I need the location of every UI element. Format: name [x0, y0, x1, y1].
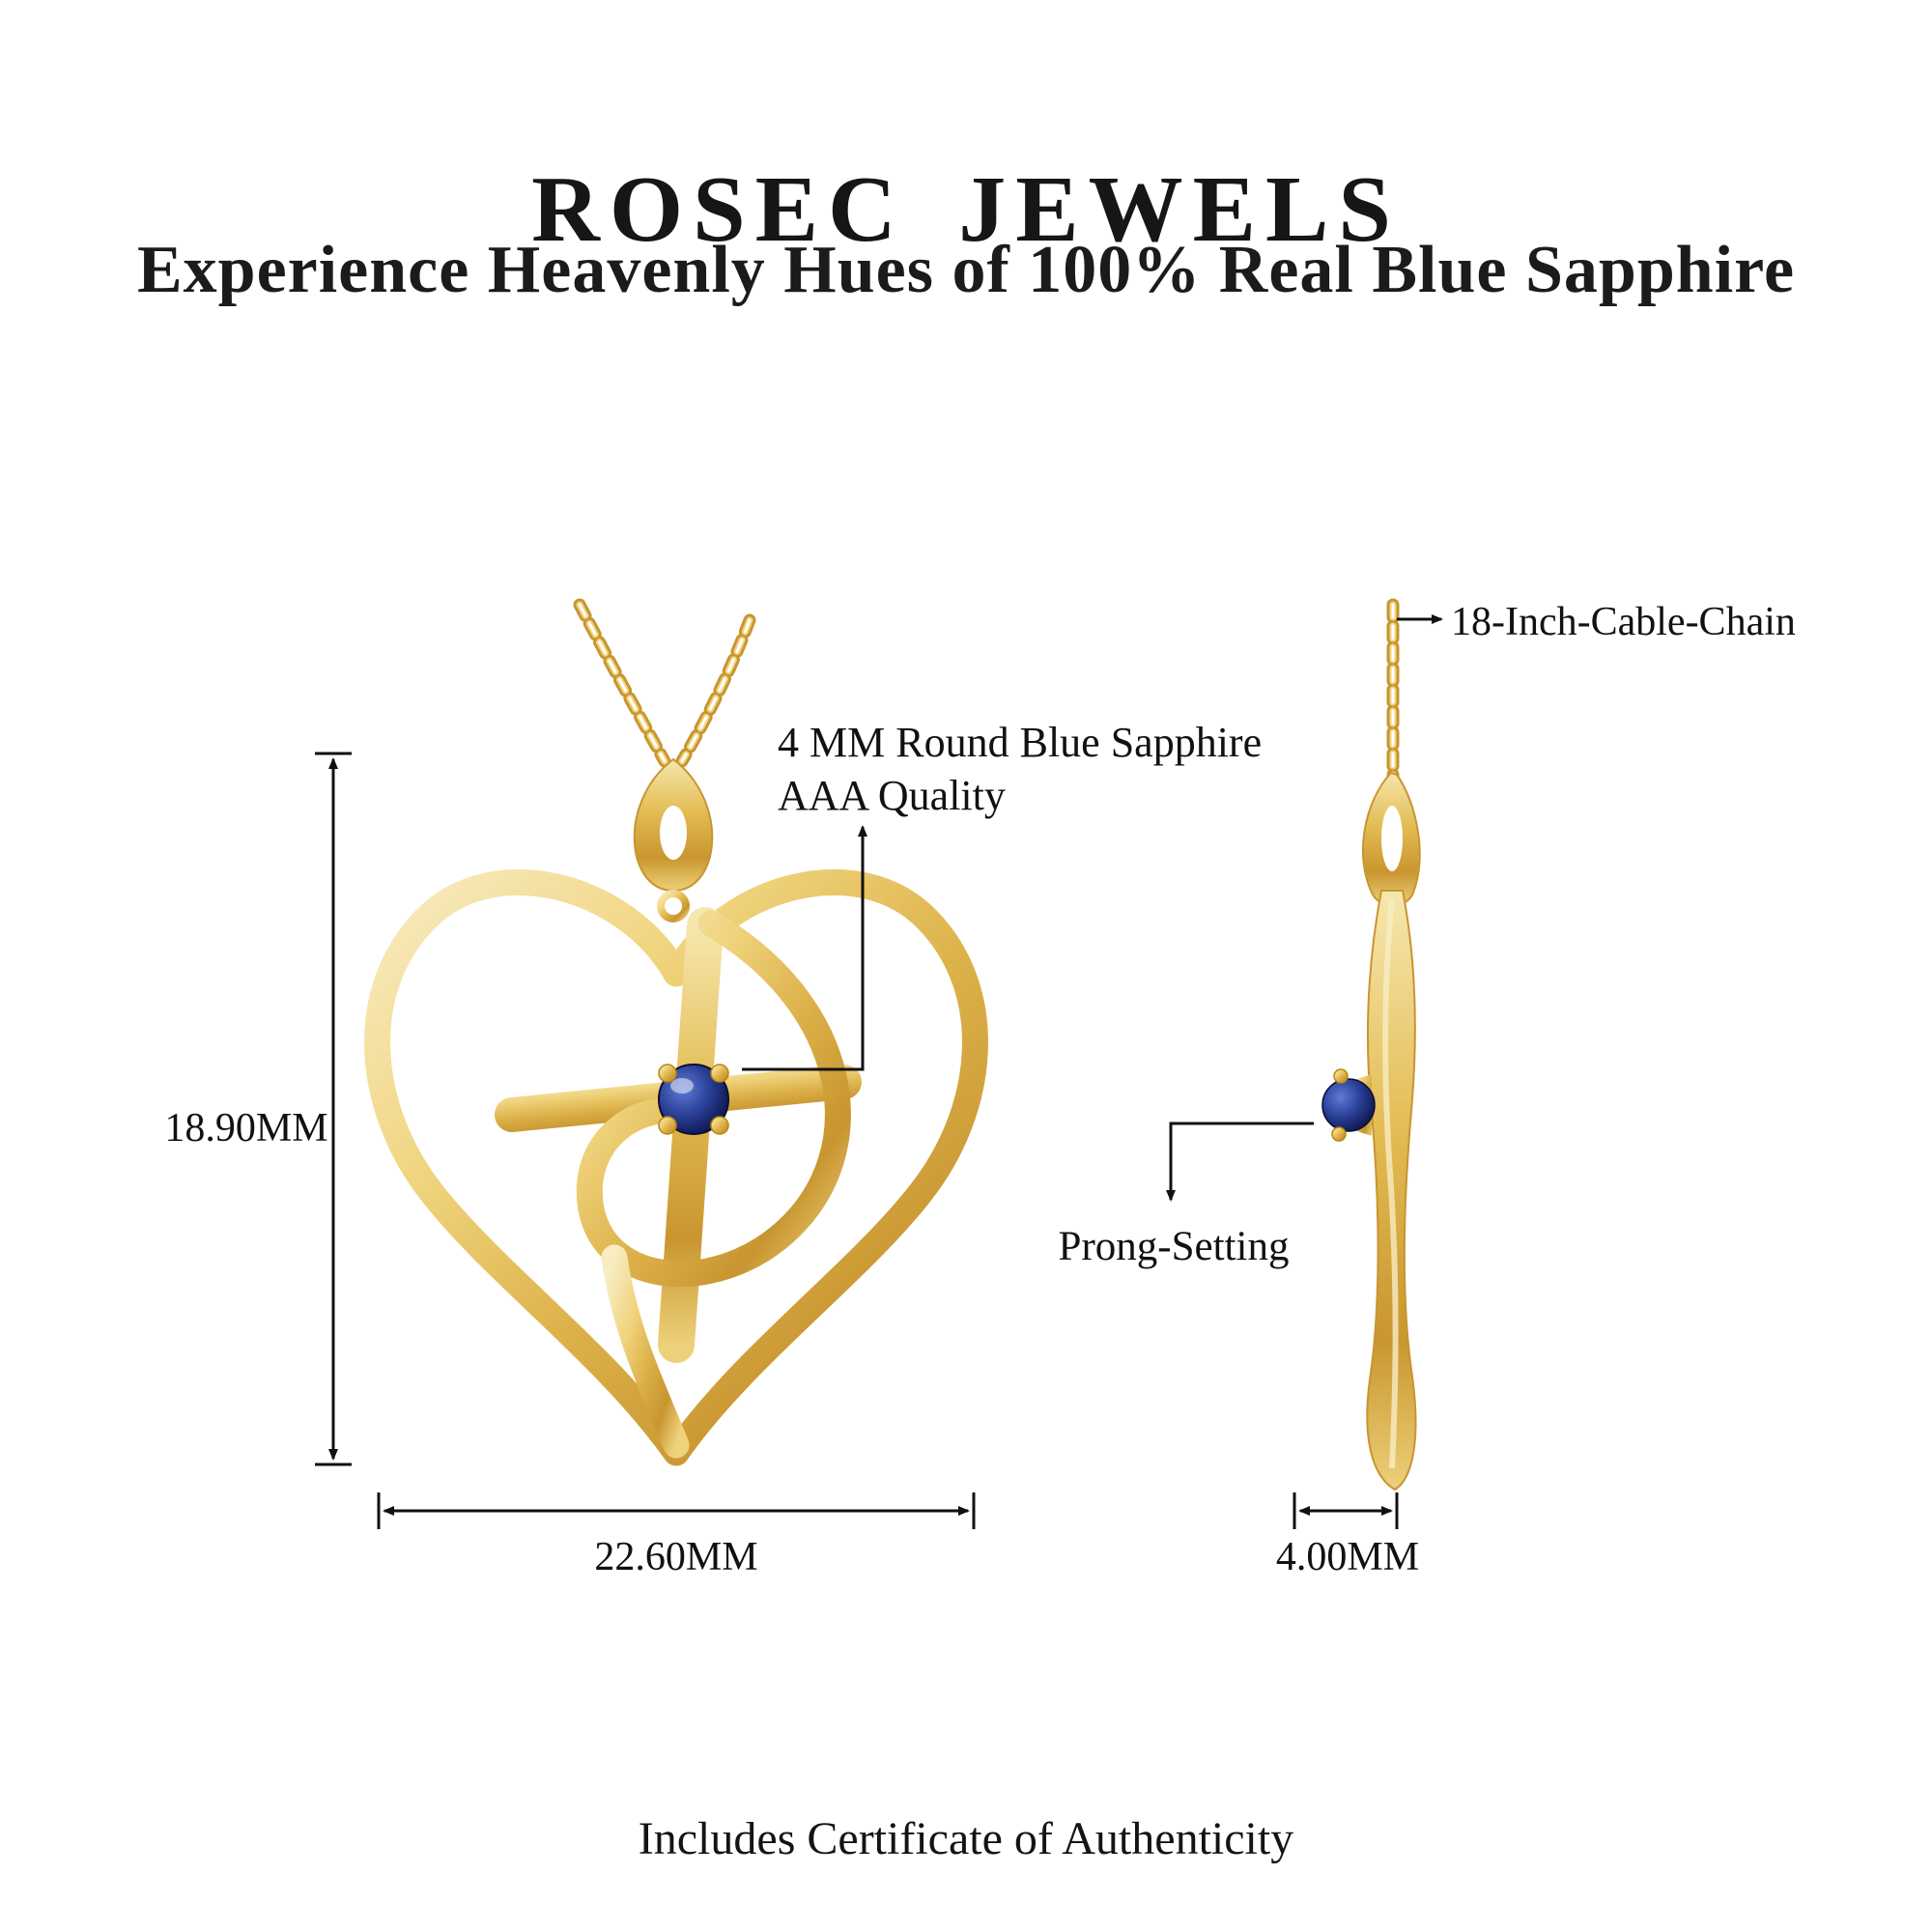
dimension-lines	[315, 614, 1443, 1529]
pendant-height-value: 18.90MM	[164, 1106, 328, 1151]
prong	[710, 1064, 729, 1083]
prong-annotation: Prong-Setting	[1058, 1224, 1290, 1269]
tagline: Experience Heavenly Hues of 100% Real Bl…	[136, 233, 1796, 307]
prong	[710, 1116, 729, 1135]
chain-annotation: 18-Inch-Cable-Chain	[1451, 600, 1796, 644]
gemstone-annotation-line2: AAA Quality	[778, 771, 1006, 819]
pendant-front-view	[364, 598, 988, 1466]
gemstone-callout-line	[742, 825, 867, 1071]
prong	[1331, 1126, 1347, 1142]
sapphire-stone-side	[1321, 1068, 1376, 1142]
prong-callout-line	[1166, 1122, 1314, 1202]
bail-side	[1361, 771, 1421, 907]
pendant-width-value: 22.60MM	[594, 1535, 758, 1579]
cable-chain-front	[573, 598, 756, 768]
ribbon-swoosh	[576, 910, 851, 1459]
pendant-side-view	[1321, 598, 1421, 1492]
gemstone-annotation: 4 MM Round Blue Sapphire AAA Quality	[778, 717, 1319, 822]
gemstone-annotation-line1: 4 MM Round Blue Sapphire	[778, 719, 1263, 766]
prong	[658, 1116, 677, 1135]
height-dimension-line	[315, 752, 352, 1466]
prong	[1333, 1068, 1349, 1084]
pendant-depth-value: 4.00MM	[1275, 1535, 1420, 1579]
prong	[658, 1064, 677, 1083]
width-dimension-line	[377, 1492, 976, 1529]
connector-ring	[657, 890, 690, 923]
depth-dimension-line	[1293, 1492, 1399, 1529]
side-highlight	[1382, 897, 1399, 1469]
certificate-note: Includes Certificate of Authenticity	[638, 1813, 1294, 1864]
brand-title: ROSEC JEWELS	[531, 156, 1401, 262]
sapphire-stone-front	[658, 1064, 729, 1135]
bail-front	[633, 757, 714, 923]
